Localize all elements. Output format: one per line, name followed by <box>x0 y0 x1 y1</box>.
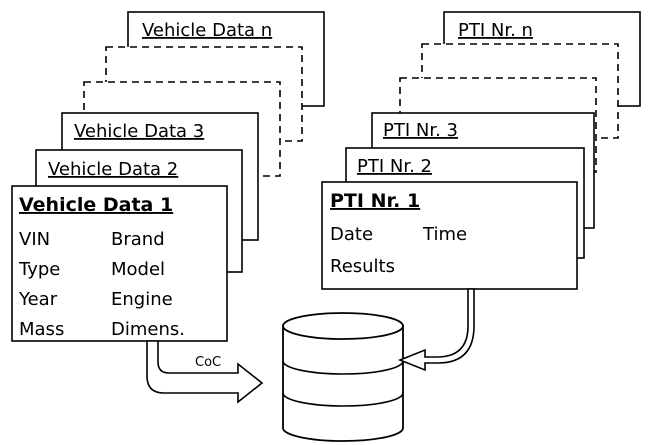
pti-field-date: Date <box>330 224 373 245</box>
pti-field-time: Time <box>422 224 467 245</box>
vehicle-field-dimensions: Dimens. <box>111 319 185 340</box>
vehicle-data-card-1 <box>11 185 228 342</box>
pti-1-title: PTI Nr. 1 <box>330 190 420 212</box>
vehicle-field-type: Type <box>18 259 60 280</box>
vehicle-data-1-title: Vehicle Data 1 <box>19 194 173 216</box>
pti-to-database-arrow <box>397 288 475 372</box>
vehicle-field-engine: Engine <box>111 289 173 310</box>
pti-stack: PTI Nr. n PTI Nr. 3 PTI Nr. 2 PTI Nr. 1 … <box>321 11 641 290</box>
pti-card-1 <box>321 181 578 290</box>
vehicle-data-n-title: Vehicle Data n <box>142 20 272 41</box>
vehicle-data-3-title: Vehicle Data 3 <box>74 121 204 142</box>
coc-label: CoC <box>195 355 221 370</box>
pti-2-title: PTI Nr. 2 <box>357 156 432 177</box>
vehicle-data-stack: Vehicle Data n Vehicle Data 3 Vehicle Da… <box>11 11 325 342</box>
vehicle-field-vin: VIN <box>19 229 50 250</box>
vehicle-field-mass: Mass <box>19 319 64 340</box>
pti-n-title: PTI Nr. n <box>458 20 533 41</box>
vehicle-field-brand: Brand <box>111 229 165 250</box>
vehicle-field-model: Model <box>111 259 165 280</box>
vehicle-data-2-title: Vehicle Data 2 <box>48 159 178 180</box>
vehicle-field-year: Year <box>18 289 58 310</box>
pti-3-title: PTI Nr. 3 <box>383 120 458 141</box>
database-icon <box>282 312 404 442</box>
pti-field-results: Results <box>330 256 395 277</box>
coc-arrow: CoC <box>146 340 264 404</box>
